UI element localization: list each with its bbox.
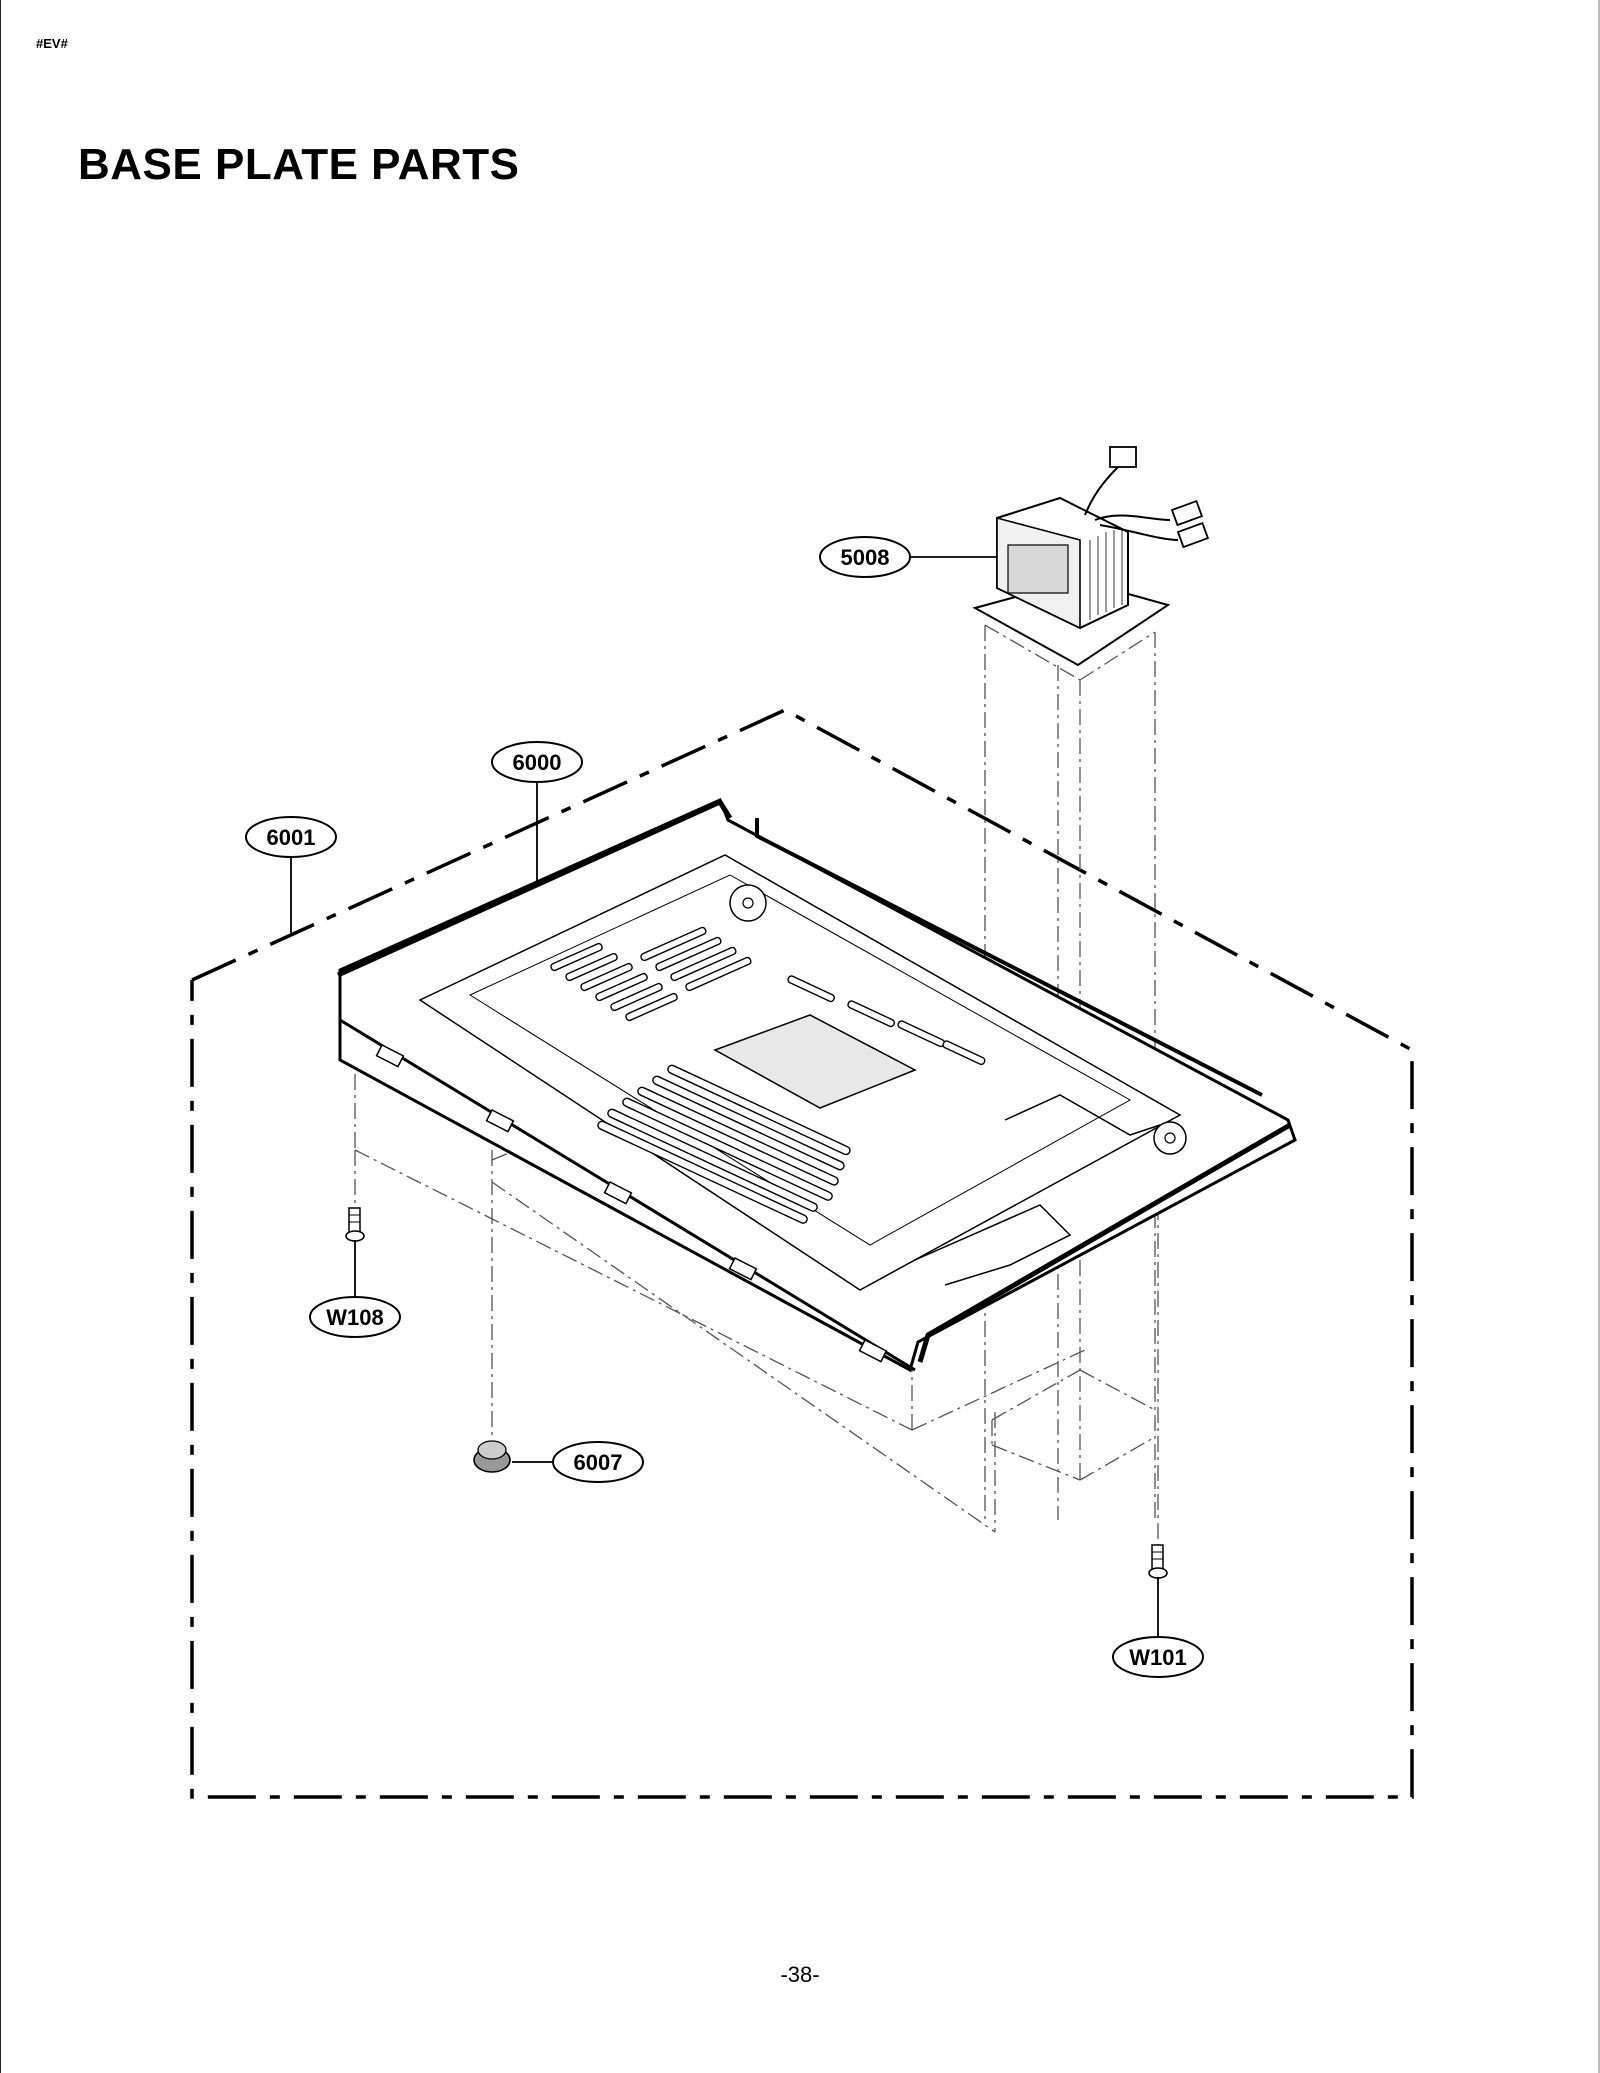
screw-w101 (1148, 1544, 1168, 1579)
callout-6000: 6000 (491, 741, 583, 783)
header-tag: #EV# (36, 36, 68, 51)
callout-w108: W108 (309, 1296, 401, 1338)
callout-label-w101: W101 (1129, 1645, 1186, 1670)
foot-6007 (473, 1440, 511, 1473)
callout-label-6001: 6001 (267, 825, 316, 850)
page-left-border (0, 0, 1, 2073)
callout-label-5008: 5008 (841, 545, 890, 570)
callout-label-w108: W108 (326, 1305, 383, 1330)
leader-lines (290, 556, 1159, 1640)
page-right-border (1598, 0, 1600, 2073)
callout-label-6007: 6007 (574, 1450, 623, 1475)
callout-6007: 6007 (552, 1441, 644, 1483)
projection-lines (354, 624, 1159, 1545)
page-title: BASE PLATE PARTS (78, 140, 520, 189)
screw-w108 (345, 1207, 365, 1242)
assembly-boundary-6001 (190, 708, 1414, 1799)
callout-5008: 5008 (819, 536, 911, 578)
callout-label-6000: 6000 (513, 750, 562, 775)
transformer-5008 (972, 446, 1210, 667)
callout-6001: 6001 (245, 816, 337, 858)
callout-w101: W101 (1112, 1636, 1204, 1678)
page-number: -38- (780, 1962, 820, 1987)
base-plate-6000 (336, 797, 1297, 1373)
